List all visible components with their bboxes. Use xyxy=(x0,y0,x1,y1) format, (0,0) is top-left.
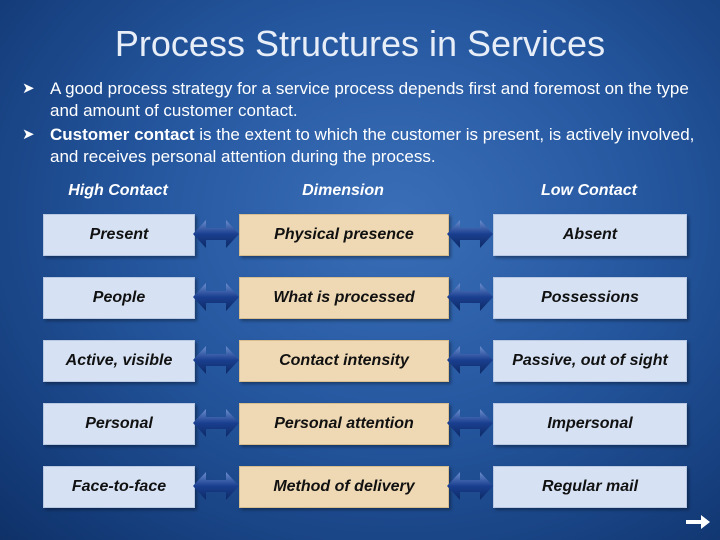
dimension-cell: Physical presence xyxy=(239,214,449,256)
bullet-list: ➤ A good process strategy for a service … xyxy=(22,78,702,170)
header-low-contact: Low Contact xyxy=(541,182,637,199)
dimension-cell: Contact intensity xyxy=(239,340,449,382)
table-row: Face-to-face Method of delivery Regular ma… xyxy=(0,466,720,510)
header-dimension: Dimension xyxy=(302,182,384,199)
double-arrow-icon xyxy=(193,346,239,374)
table-row: Personal Personal attention Impersonal xyxy=(0,403,720,447)
bullet-text: A good process strategy for a service pr… xyxy=(50,79,689,120)
dimension-cell: Personal attention xyxy=(239,403,449,445)
arrow-bullet-icon: ➤ xyxy=(22,80,35,97)
low-contact-cell: Possessions xyxy=(493,277,687,319)
double-arrow-icon xyxy=(447,220,493,248)
table-row: Active, visible Contact intensity Passive,… xyxy=(0,340,720,384)
double-arrow-icon xyxy=(193,283,239,311)
slide-title: Process Structures in Services xyxy=(114,23,606,64)
bullet-item: ➤ Customer contact is the extent to whic… xyxy=(22,124,702,168)
high-contact-cell: Face-to-face xyxy=(43,466,195,508)
double-arrow-icon xyxy=(447,346,493,374)
low-contact-cell: Regular mail xyxy=(493,466,687,508)
dimension-cell: What is processed xyxy=(239,277,449,319)
bullet-item: ➤ A good process strategy for a service … xyxy=(22,78,702,122)
bullet-bold: Customer contact xyxy=(50,125,195,144)
table-row: Present Physical presence Absent xyxy=(0,214,720,258)
high-contact-cell: Present xyxy=(43,214,195,256)
arrow-bullet-icon: ➤ xyxy=(22,126,35,143)
double-arrow-icon xyxy=(447,283,493,311)
double-arrow-icon xyxy=(193,472,239,500)
low-contact-cell: Absent xyxy=(493,214,687,256)
low-contact-cell: Passive, out of sight xyxy=(493,340,687,382)
high-contact-cell: People xyxy=(43,277,195,319)
double-arrow-icon xyxy=(447,409,493,437)
table-row: People What is processed Possessions xyxy=(0,277,720,321)
bullet-text: is the extent to which the customer is p… xyxy=(50,125,695,166)
header-high-contact: High Contact xyxy=(68,182,168,199)
high-contact-cell: Active, visible xyxy=(43,340,195,382)
double-arrow-icon xyxy=(447,472,493,500)
high-contact-cell: Personal xyxy=(43,403,195,445)
low-contact-cell: Impersonal xyxy=(493,403,687,445)
double-arrow-icon xyxy=(193,409,239,437)
double-arrow-icon xyxy=(193,220,239,248)
dimension-cell: Method of delivery xyxy=(239,466,449,508)
next-arrow-icon[interactable] xyxy=(684,512,712,532)
